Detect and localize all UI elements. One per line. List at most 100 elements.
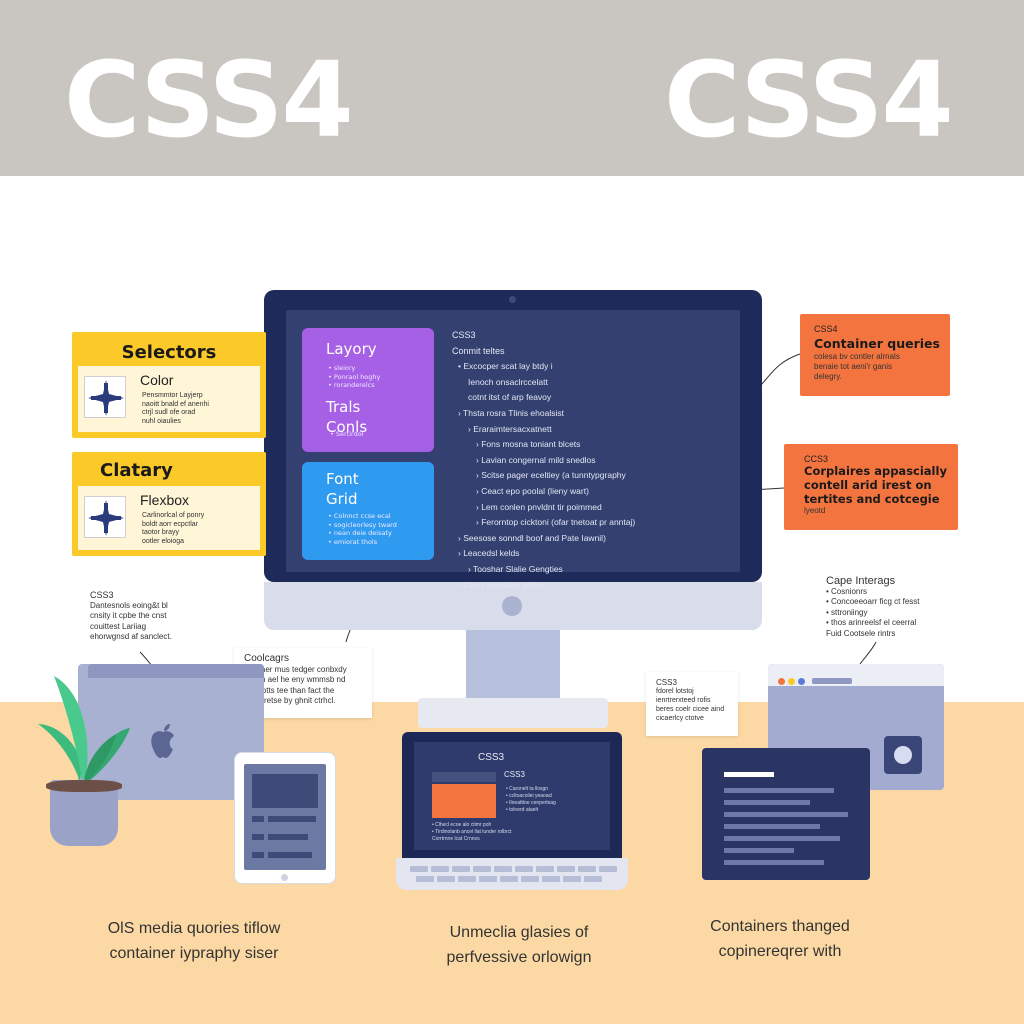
box-icon (84, 496, 126, 538)
card-selectors-title: Selectors (121, 342, 217, 363)
code-window-line (724, 800, 810, 805)
close-dot-icon (778, 678, 785, 685)
laptop-keyboard-base (396, 858, 628, 890)
card-clatary: Clatary Flexbox Carlinorlcal of ponry bo… (72, 452, 266, 556)
code-line: › Eraraimtersacxatnett (468, 423, 552, 434)
code-head-2: Conmit teltes (452, 345, 505, 356)
apple-logo-icon (146, 722, 180, 771)
code-list: CSS3 Conmit teltes • Excocper scat lay b… (452, 328, 732, 593)
plant-icon (30, 672, 140, 792)
tablet-line (252, 852, 264, 858)
caption-center: Unmeclia glasies of perfvessive orlowign (446, 924, 592, 966)
avatar-icon (894, 746, 912, 764)
keyboard-key (578, 866, 596, 872)
card-selectors-notes: Pensmmtor Layjerp naoitt bnald ef anenhi… (142, 392, 209, 425)
keyboard-key (479, 876, 497, 882)
laptop-sub: CSS3 (504, 770, 525, 779)
plant-soil (46, 780, 122, 792)
card-layout-notes: • sleiory • Ponraol hoghy • roranderelcs (328, 364, 381, 389)
card-container-queries: CSS4 Container queries colesa bv contler… (800, 314, 950, 396)
box-icon (84, 376, 126, 418)
code-line: › Scitse pager eceltiey (a tunntypgraphy (476, 470, 626, 481)
keyboard-key (437, 876, 455, 882)
code-line: › Leacedsl kelds (458, 548, 520, 559)
card-clatary-title: Clatary (100, 460, 173, 481)
card-grid-title: Grid (326, 490, 358, 508)
laptop-lines: • Caronelt ta llosgn • ccltoacoilei yeao… (506, 786, 556, 813)
tablet-line (268, 852, 312, 858)
card-font-title: Font (326, 470, 359, 488)
caption-right: Containers thanged copinereqrer with (710, 918, 850, 960)
camera-icon (509, 296, 516, 303)
code-line: › Tooshar Slalie Gengties (468, 563, 563, 574)
keyboard-key (416, 876, 434, 882)
code-line: › Lem conlen pnvldnt tir poimmed (476, 501, 602, 512)
code-line: • Excocper scat lay btdy i (458, 361, 553, 372)
code-window-line (724, 848, 794, 853)
laptop-lines-2: • Clhecl ecoe alo ctimr poh • Tlrdinolan… (432, 822, 512, 842)
tablet-header-block (252, 774, 318, 808)
card-corplaires-notes: lyeotd (804, 506, 826, 515)
code-line: › Fons mosna toniant blcets (476, 439, 581, 450)
title-left: CSS4 (64, 39, 354, 161)
desktop-tower-top (88, 664, 264, 678)
code-window-line (724, 788, 834, 793)
keyboard-key (584, 876, 602, 882)
keyboard-key (599, 866, 617, 872)
keyboard-key (410, 866, 428, 872)
card-font-notes: • Colnnct ccse ecal • sogicleorlesy twar… (328, 512, 397, 546)
note-right: Cape Interags • Cosnionrs • Concoeeoarr … (826, 575, 920, 638)
card-font-grid: Font Grid • Colnnct ccse ecal • sogicleo… (302, 462, 434, 560)
keyboard-key (500, 876, 518, 882)
code-window-line (724, 772, 774, 777)
keyboard-key (563, 876, 581, 882)
card-layout-line3: Conls (326, 418, 368, 436)
header-band (0, 0, 1024, 176)
keyboard-key (494, 866, 512, 872)
card-layout: Layory • sleiory • Ponraol hoghy • roran… (302, 328, 434, 452)
desktop-tower (78, 664, 264, 800)
keyboard-key (473, 866, 491, 872)
code-lines: • Excocper scat lay btdy i Ienoch onsaclr… (452, 359, 732, 593)
tablet-line (252, 816, 264, 822)
tablet-line (268, 834, 308, 840)
keyboard-key (557, 866, 575, 872)
minimize-dot-icon (788, 678, 795, 685)
power-button-icon (502, 596, 522, 616)
monitor-stand (466, 630, 560, 704)
code-line: › Ferorntop cicktoni (ofar tnetoat pr an… (476, 517, 636, 528)
code-line: › Seesose sonndl boof and Pate Iawnil) (458, 532, 606, 543)
code-window-line (724, 812, 848, 817)
laptop-title: CSS3 (478, 752, 505, 763)
code-line: cotnt itst of arp feavoy (468, 392, 552, 403)
code-line: › Ceen cenaition tetties (458, 579, 545, 590)
code-line: › Ceact epo poolal (lieny wart) (476, 485, 589, 496)
keyboard-key (536, 866, 554, 872)
connector-right-note (859, 641, 877, 665)
caption-left: OlS media quories tiflow container iypra… (107, 920, 281, 962)
card-layout-line2: Trals (326, 398, 361, 416)
titlebar-line (812, 678, 852, 684)
tablet-home-button (281, 874, 288, 881)
card-corplaires: CCS3 Corplaires appascially contell arid… (784, 444, 958, 530)
code-line: › Lavian congernal mild snedlos (476, 454, 596, 465)
note-left: CSS3 Dantesnols eoing&t bl cnsity it cpb… (90, 590, 172, 641)
card-layout-title: Layory (326, 340, 377, 358)
laptop-orange-panel (432, 784, 496, 818)
card-corplaires-title: Corplaires appascially contell arid ires… (804, 464, 947, 506)
card-container-queries-notes: colesa bv contler alrnals benaie tot aen… (814, 352, 900, 381)
maximize-dot-icon (798, 678, 805, 685)
tablet-line (252, 834, 264, 840)
card-container-queries-small: CSS4 (814, 324, 838, 334)
note-mid-right: CSS3 fdorel lotstoj ienrtrerxteed rofis … (646, 672, 738, 736)
code-window-line (724, 860, 824, 865)
keyboard-key (458, 876, 476, 882)
laptop-panel-head (432, 772, 496, 782)
card-container-queries-title: Container queries (814, 336, 940, 351)
code-window-line (724, 824, 820, 829)
card-clatary-notes: Carlinorlcal of ponry boldt aorr ecpctla… (142, 512, 205, 545)
code-line: Ienoch onsaclrccelatt (468, 376, 548, 387)
keyboard-key (431, 866, 449, 872)
keyboard-key (452, 866, 470, 872)
card-selectors-label: Color (140, 372, 174, 388)
